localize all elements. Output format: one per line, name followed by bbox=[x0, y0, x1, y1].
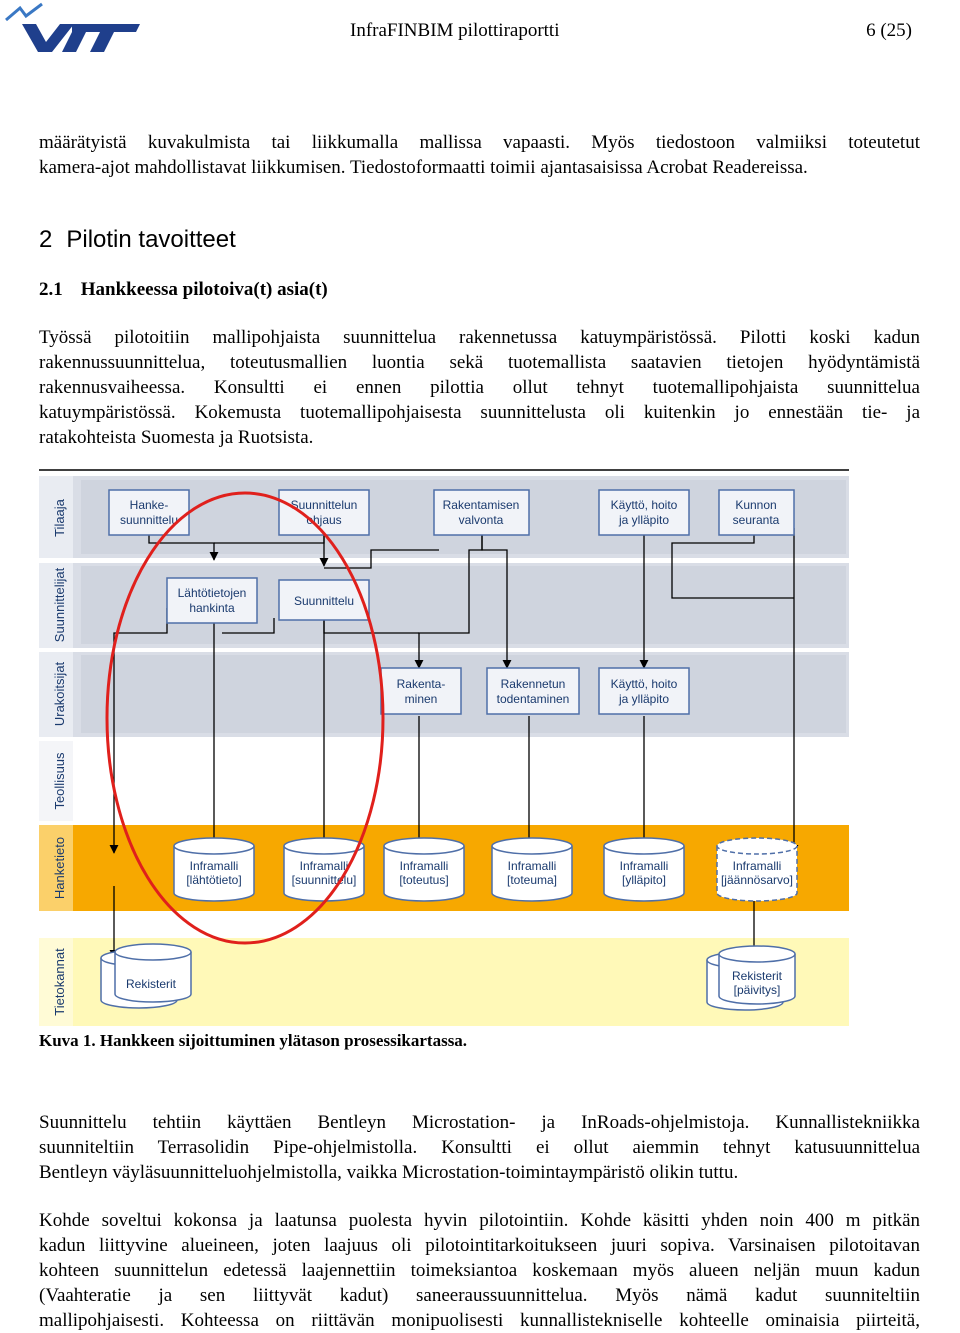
section-title: Pilotin tavoitteet bbox=[66, 226, 236, 253]
svg-text:Inframalli: Inframalli bbox=[620, 859, 669, 873]
subsection-heading: 2.1 Hankkeessa pilotoiva(t) asia(t) bbox=[39, 279, 328, 301]
box-lahtotietojen-hankinta: Lähtötietojen hankinta bbox=[166, 577, 258, 624]
lane-label-teollisuus: Teollisuus bbox=[52, 752, 67, 810]
svg-text:[ylläpito]: [ylläpito] bbox=[622, 873, 666, 887]
svg-text:Suunnittelun: Suunnittelun bbox=[291, 498, 358, 512]
text-line: kadun liittyvine alueineen, joten laajuu… bbox=[39, 1235, 920, 1256]
intro-paragraph: määrätyistä kuvakulmista tai liikkumalla… bbox=[39, 130, 920, 180]
svg-text:minen: minen bbox=[405, 692, 438, 706]
box-suunnittelun-ohjaus: Suunnittelun ohjaus bbox=[278, 489, 370, 536]
text-line: kohteen suunnittelun edetessä laajennett… bbox=[39, 1260, 920, 1281]
svg-text:Käyttö, hoito: Käyttö, hoito bbox=[611, 677, 678, 691]
lane-label-suunnittelijat: Suunnittelijat bbox=[52, 567, 67, 642]
text-line: kamera-ajot mahdollistavat liikkumisen. … bbox=[39, 157, 808, 178]
box-suunnittelu: Suunnittelu bbox=[278, 579, 370, 621]
page-number: 6 (25) bbox=[866, 20, 912, 41]
cylinder-inframalli-toteutus: Inframalli [toteutus] bbox=[383, 837, 465, 902]
section-heading: 2 Pilotin tavoitteet bbox=[39, 226, 236, 254]
svg-text:Rakentamisen: Rakentamisen bbox=[443, 498, 520, 512]
svg-text:Inframalli: Inframalli bbox=[300, 859, 349, 873]
text-line: Suunnittelu tehtiin käyttäen Bentleyn Mi… bbox=[39, 1112, 920, 1133]
cylinder-rekisterit-left: Rekisterit bbox=[100, 943, 192, 1009]
lane-suunnittelijat: Suunnittelijat bbox=[39, 563, 849, 648]
svg-text:Rakenta-: Rakenta- bbox=[397, 677, 446, 691]
svg-text:Lähtötietojen: Lähtötietojen bbox=[178, 586, 247, 600]
subsection-title: Hankkeessa pilotoiva(t) asia(t) bbox=[80, 279, 328, 300]
svg-text:suunnittelu: suunnittelu bbox=[120, 513, 178, 527]
cylinder-rekisterit-right: Rekisterit [päivitys] bbox=[706, 945, 796, 1011]
box-hankesuunnittelu: Hanke- suunnittelu bbox=[108, 489, 190, 536]
svg-text:Inframalli: Inframalli bbox=[508, 859, 557, 873]
svg-text:Rekisterit: Rekisterit bbox=[126, 977, 177, 991]
text-line: rakennussuunnittelua, toteutusmallien lu… bbox=[39, 352, 920, 373]
text-line: ratakohteista Suomesta ja Ruotsista. bbox=[39, 427, 314, 448]
paragraph-pilot-description: Työssä pilotoitiin mallipohjaista suunni… bbox=[39, 325, 920, 450]
svg-text:ja ylläpito: ja ylläpito bbox=[618, 692, 669, 706]
lane-label-urakoitsijat: Urakoitsijat bbox=[52, 661, 67, 726]
svg-text:Inframalli: Inframalli bbox=[190, 859, 239, 873]
lane-label-tietokannat: Tietokannat bbox=[52, 948, 67, 1016]
lane-label-hanketieto: Hanketieto bbox=[52, 837, 67, 899]
connectors bbox=[109, 528, 799, 959]
vtt-logo bbox=[5, 2, 140, 52]
svg-text:todentaminen: todentaminen bbox=[497, 692, 570, 706]
svg-text:Inframalli: Inframalli bbox=[400, 859, 449, 873]
svg-text:Hanke-: Hanke- bbox=[130, 498, 169, 512]
box-rakentamisen-valvonta: Rakentamisen valvonta bbox=[433, 489, 530, 536]
lane-teollisuus: Teollisuus bbox=[39, 741, 849, 821]
text-line: katuympäristössä. Kokemusta tuotemallipo… bbox=[39, 402, 920, 423]
svg-text:Rakennetun: Rakennetun bbox=[501, 677, 566, 691]
svg-text:[toteuma]: [toteuma] bbox=[507, 873, 557, 887]
text-line: Bentleyn väyläsuunnitteluohjelmistolla, … bbox=[39, 1162, 739, 1183]
cylinder-inframalli-toteuma: Inframalli [toteuma] bbox=[491, 837, 573, 902]
process-map-figure: Tilaaja Suunnittelijat Urakoitsijat Teol… bbox=[39, 469, 849, 1026]
inframalli-cylinders: Inframalli [lähtötieto] Inframalli [suun… bbox=[173, 837, 798, 902]
box-kaytto-hoito-yllapito-bottom: Käyttö, hoito ja ylläpito bbox=[598, 667, 690, 715]
text-line: (Vaahteratie ja sen liittyvät kadut) san… bbox=[39, 1285, 920, 1306]
text-line: mallipohjaisesti. Kohteessa on riittävän… bbox=[39, 1310, 920, 1331]
svg-text:hankinta: hankinta bbox=[189, 601, 235, 615]
svg-text:Kunnon: Kunnon bbox=[735, 498, 776, 512]
svg-text:[päivitys]: [päivitys] bbox=[734, 983, 781, 997]
highlight-ellipse bbox=[105, 491, 385, 945]
figure-caption: Kuva 1. Hankkeen sijoittuminen ylätason … bbox=[39, 1031, 468, 1050]
lane-urakoitsijat: Urakoitsijat bbox=[39, 652, 849, 737]
box-rakentaminen: Rakenta- minen bbox=[380, 667, 462, 715]
svg-text:ja ylläpito: ja ylläpito bbox=[618, 513, 669, 527]
svg-text:[suunnittelu]: [suunnittelu] bbox=[292, 873, 357, 887]
cylinder-inframalli-suunnittelu: Inframalli [suunnittelu] bbox=[283, 837, 365, 902]
paragraph-site: Kohde soveltui kokonsa ja laatunsa puole… bbox=[39, 1208, 920, 1333]
svg-text:Käyttö, hoito: Käyttö, hoito bbox=[611, 498, 678, 512]
box-rakennetun-todentaminen: Rakennetun todentaminen bbox=[486, 667, 580, 715]
svg-text:seuranta: seuranta bbox=[733, 513, 780, 527]
svg-text:Suunnittelu: Suunnittelu bbox=[294, 594, 354, 608]
box-kunnon-seuranta: Kunnon seuranta bbox=[718, 489, 795, 536]
svg-text:valvonta: valvonta bbox=[459, 513, 504, 527]
text-line: Työssä pilotoitiin mallipohjaista suunni… bbox=[39, 327, 920, 348]
lane-label-tilaaja: Tilaaja bbox=[52, 498, 67, 537]
section-number: 2 bbox=[39, 226, 53, 253]
box-kaytto-hoito-yllapito-top: Käyttö, hoito ja ylläpito bbox=[598, 489, 690, 536]
paragraph-software: Suunnittelu tehtiin käyttäen Bentleyn Mi… bbox=[39, 1110, 920, 1185]
svg-text:[jäännösarvo]: [jäännösarvo] bbox=[721, 873, 793, 887]
text-line: rakennusvaiheessa. Konsultti ei ennen pi… bbox=[39, 377, 920, 398]
document-title: InfraFINBIM pilottiraportti bbox=[350, 20, 560, 41]
svg-text:[lähtötieto]: [lähtötieto] bbox=[186, 873, 241, 887]
text-line: Kohde soveltui kokonsa ja laatunsa puole… bbox=[39, 1210, 920, 1231]
text-line: määrätyistä kuvakulmista tai liikkumalla… bbox=[39, 132, 920, 153]
svg-text:Rekisterit: Rekisterit bbox=[732, 969, 783, 983]
cylinder-inframalli-jaannosarvo: Inframalli [jäännösarvo] bbox=[716, 837, 798, 902]
subsection-number: 2.1 bbox=[39, 279, 63, 300]
cylinder-inframalli-yllapito: Inframalli [ylläpito] bbox=[603, 837, 685, 902]
svg-text:[toteutus]: [toteutus] bbox=[399, 873, 448, 887]
svg-text:Inframalli: Inframalli bbox=[733, 859, 782, 873]
text-line: suunniteltiin Terrasolidin Pipe-ohjelmis… bbox=[39, 1137, 920, 1158]
cylinder-inframalli-lahtotieto: Inframalli [lähtötieto] bbox=[173, 837, 255, 902]
